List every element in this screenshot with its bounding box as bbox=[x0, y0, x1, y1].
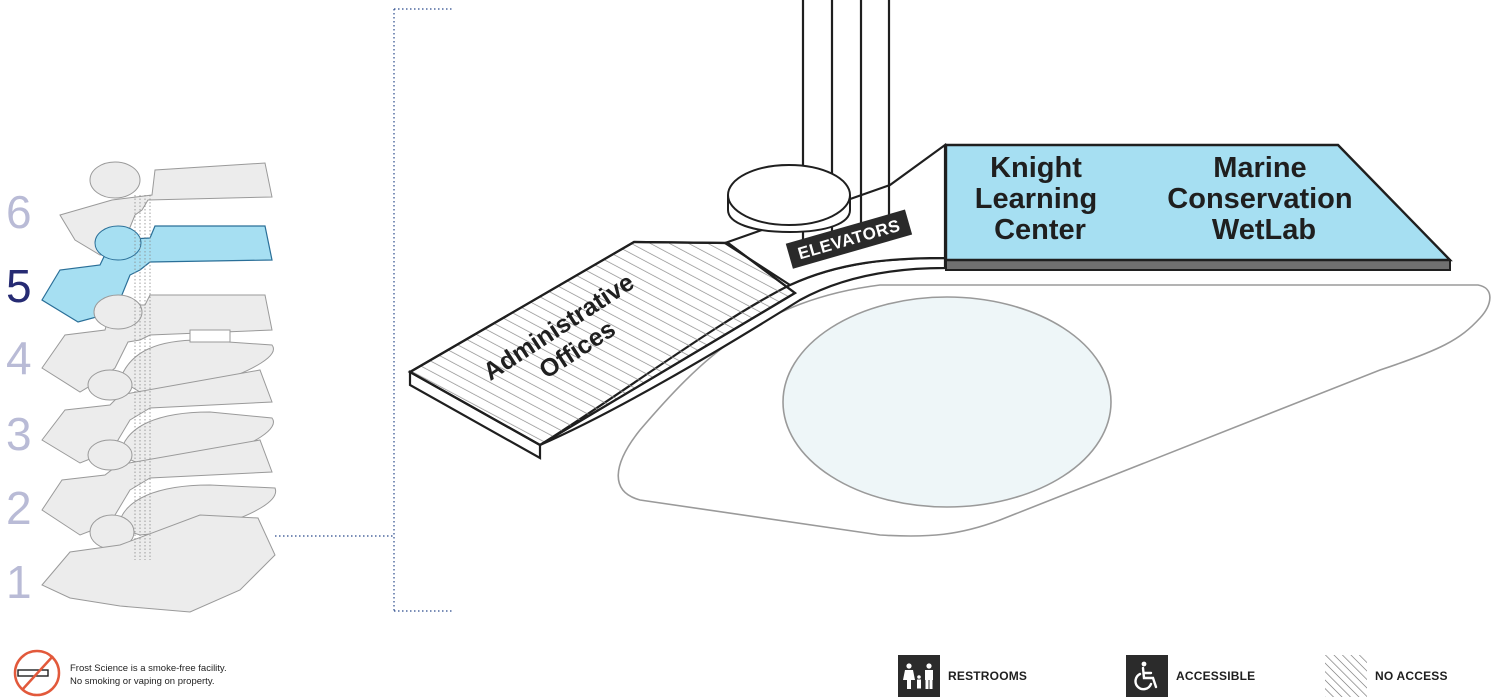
floor-number-6[interactable]: 6 bbox=[6, 186, 32, 238]
wetlab-label-3: WetLab bbox=[1212, 214, 1316, 246]
legend-no-access: NO ACCESS bbox=[1325, 655, 1448, 697]
wheelchair-icon bbox=[1126, 655, 1168, 697]
floor-number-2[interactable]: 2 bbox=[6, 482, 32, 534]
connector-bracket bbox=[275, 8, 452, 612]
legend-accessible-label: ACCESSIBLE bbox=[1176, 669, 1256, 683]
floor-stack-3[interactable] bbox=[41, 369, 274, 465]
floor-number-1[interactable]: 1 bbox=[6, 556, 32, 608]
floor-number-4[interactable]: 4 bbox=[6, 332, 32, 384]
svg-text:Knight Learning: Knight Learning Center bbox=[975, 152, 1106, 246]
wetlab-label-1: Marine bbox=[1213, 152, 1306, 184]
knight-label-3: Center bbox=[994, 214, 1086, 246]
svg-text:Marine Conservation: Marine Conservation WetLab bbox=[1167, 152, 1360, 246]
smoke-free-notice-line2: No smoking or vaping on property. bbox=[70, 676, 215, 687]
smoke-free-notice: Frost Science is a smoke-free facility. … bbox=[70, 662, 227, 688]
smoke-free-notice-line1: Frost Science is a smoke-free facility. bbox=[70, 663, 227, 674]
legend-accessible: ACCESSIBLE bbox=[1126, 655, 1255, 697]
floor-stack-2[interactable] bbox=[41, 439, 277, 536]
floor-number-3[interactable]: 3 bbox=[6, 408, 32, 460]
legend-no-access-label: NO ACCESS bbox=[1375, 669, 1448, 683]
floor-stack-4[interactable] bbox=[41, 294, 274, 393]
rotunda bbox=[727, 164, 851, 234]
floor-stack: 6 5 4 3 2 1 bbox=[6, 161, 277, 613]
legend-restrooms: RESTROOMS bbox=[898, 655, 1027, 697]
aquarium-oculus bbox=[782, 296, 1112, 508]
knight-label-2: Learning bbox=[975, 183, 1097, 215]
legend-restrooms-label: RESTROOMS bbox=[948, 669, 1028, 683]
floor-number-5[interactable]: 5 bbox=[6, 260, 32, 312]
wetlab-label-2: Conservation bbox=[1167, 183, 1352, 215]
no-smoking-icon bbox=[13, 649, 61, 697]
restroom-icon bbox=[898, 655, 940, 697]
learning-wetlab-room[interactable]: Knight Learning Center Marine Conservati… bbox=[944, 143, 1453, 271]
core-lines bbox=[134, 195, 151, 560]
hatch-swatch-icon bbox=[1325, 655, 1367, 697]
floor-plan: Administrative Offices ELEVATORS Knight … bbox=[407, 0, 1491, 537]
knight-label-1: Knight bbox=[990, 152, 1082, 184]
floor-stack-1[interactable] bbox=[41, 514, 276, 613]
